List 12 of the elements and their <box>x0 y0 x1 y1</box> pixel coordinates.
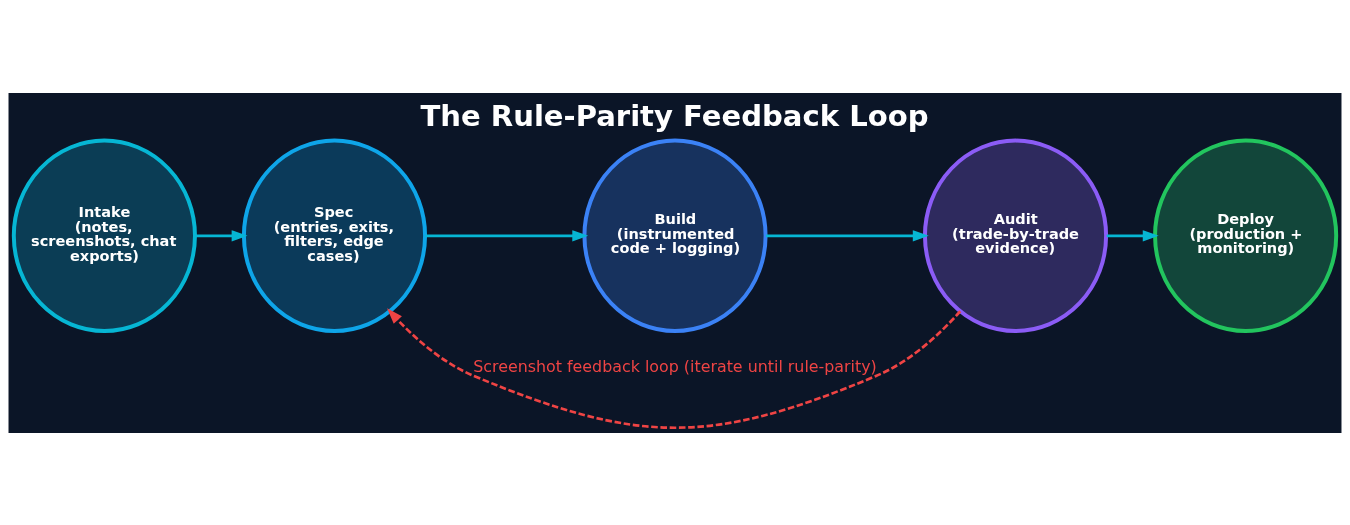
arrow <box>1106 229 1159 241</box>
arrow <box>425 229 589 241</box>
node-circle: Audit (trade-by-trade evidence) <box>922 138 1109 333</box>
arrow <box>387 307 962 429</box>
diagram-title: The Rule-Parity Feedback Loop <box>420 98 929 133</box>
node-circle: Deploy (production + monitoring) <box>1153 138 1339 333</box>
node-circle: Spec (entries, exits, filters, edge cases) <box>241 138 428 333</box>
arrow <box>766 229 929 241</box>
arrow <box>195 229 248 241</box>
edge-label: Screenshot feedback loop (iterate until rule-parity) <box>473 356 877 375</box>
node-circle: Build (instrumented code + logging) <box>582 138 768 333</box>
node-circle: Intake (notes, screenshots, chat exports) <box>11 138 197 333</box>
